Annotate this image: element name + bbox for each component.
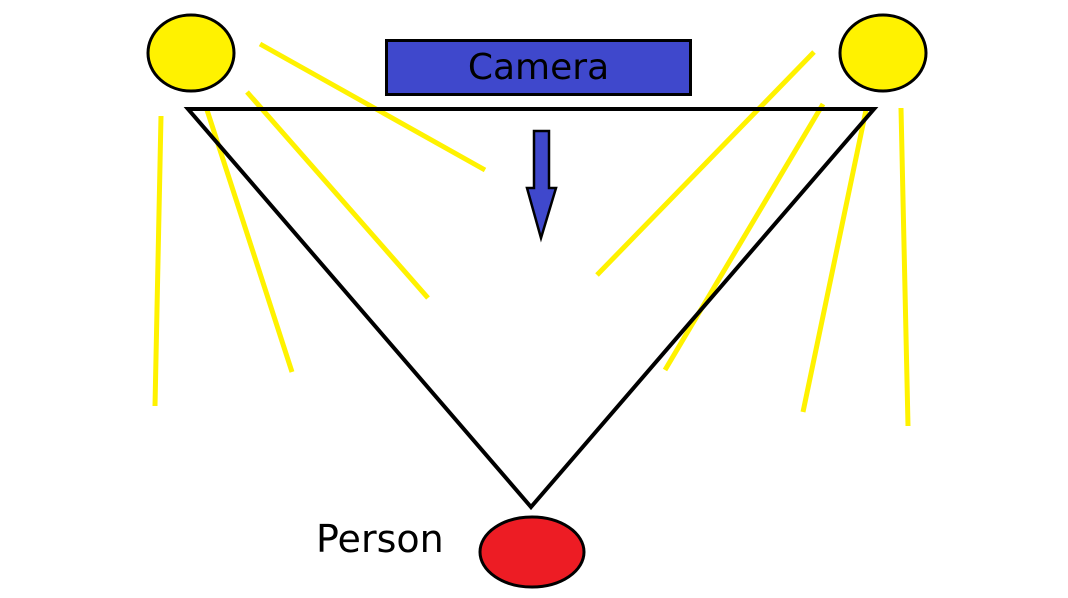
left-ray-4	[152, 115, 164, 407]
person-icon	[478, 515, 586, 589]
left-light-rays	[152, 41, 487, 407]
camera-label: Camera	[467, 46, 610, 88]
right-ray-1	[595, 50, 816, 277]
right-light-rays	[595, 50, 911, 427]
light-left-icon	[146, 13, 236, 93]
camera-direction-arrow-icon	[525, 129, 558, 243]
right-ray-4	[898, 107, 911, 427]
left-ray-2	[245, 90, 430, 300]
setup-triangle	[183, 107, 879, 511]
person-label: Person	[316, 517, 444, 561]
left-ray-3	[204, 109, 295, 373]
right-ray-2	[662, 102, 826, 372]
right-ray-3	[800, 109, 869, 413]
camera-box: Camera	[385, 39, 692, 96]
light-right-icon	[838, 13, 928, 93]
